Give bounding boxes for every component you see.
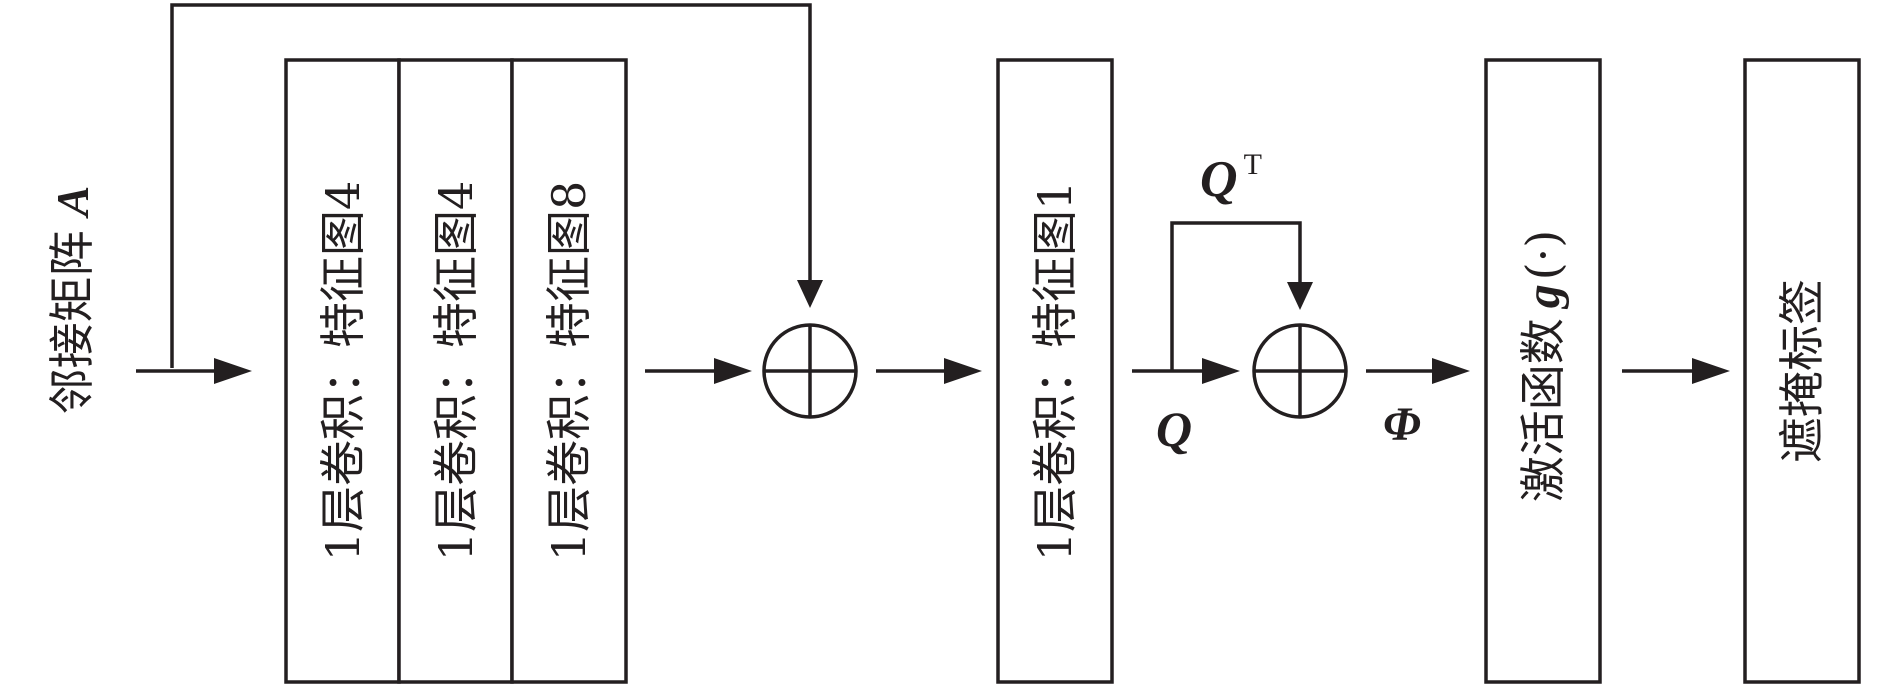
conv-block-4-text-group: 1层卷积：特征图1: [1028, 181, 1082, 562]
conv-block-1: [284, 58, 401, 684]
arrow-phi-to-activation-head: [1432, 358, 1470, 384]
conv-block-1-label: 1层卷积：特征图4: [316, 181, 370, 562]
symbol-qt: Q T: [1200, 148, 1262, 208]
svg-text:邻接矩阵 A: 邻接矩阵 A: [45, 186, 99, 415]
adder-1: [762, 323, 858, 419]
conv-block-2-label: 1层卷积：特征图4: [429, 181, 483, 562]
input-label-group: 邻接矩阵 A: [45, 186, 99, 415]
conv-stack: [284, 58, 628, 684]
input-label: 邻接矩阵: [45, 230, 99, 414]
svg-text:激活函数 g (·): 激活函数 g (·): [1516, 230, 1570, 503]
conv-block-2: [397, 58, 514, 684]
activation-text-group: 激活函数 g (·): [1516, 230, 1570, 503]
output-text-group: 遮掩标签: [1775, 279, 1829, 463]
conv-block-3-text-group: 1层卷积：特征图8: [542, 181, 596, 562]
conv-block-3: [510, 58, 628, 684]
symbol-phi: Φ: [1383, 398, 1421, 451]
activation-label: 激活函数: [1516, 318, 1570, 502]
arrow-input-to-conv-head: [214, 358, 252, 384]
output-label: 遮掩标签: [1775, 279, 1829, 463]
conv-block-4: [996, 58, 1114, 684]
arrow-conv-to-adder1-head: [714, 358, 752, 384]
skip-connection-line: [170, 3, 812, 368]
conv-block-2-text-group: 1层卷积：特征图4: [429, 181, 483, 562]
arrow-adder1-to-conv4-head: [944, 358, 982, 384]
qt-branch-arrowhead: [1287, 282, 1313, 310]
qt-branch-line: [1170, 221, 1302, 371]
activation-func: g: [1517, 284, 1570, 309]
output-block: [1743, 58, 1861, 684]
skip-connection-arrowhead: [797, 280, 823, 308]
symbol-qt-sup: T: [1244, 148, 1262, 181]
adder-2: [1252, 323, 1348, 419]
conv-block-4-label: 1层卷积：特征图1: [1028, 181, 1082, 562]
activation-block: [1484, 58, 1602, 684]
input-symbol-a: A: [47, 186, 98, 220]
symbol-q: Q: [1156, 401, 1192, 457]
arrow-q-to-adder2-head: [1202, 358, 1240, 384]
conv-block-3-label: 1层卷积：特征图8: [542, 181, 596, 562]
arrow-activation-to-output-head: [1692, 358, 1730, 384]
conv-block-1-text-group: 1层卷积：特征图4: [316, 181, 370, 562]
activation-paren: (·): [1516, 230, 1570, 281]
symbol-qt-base: Q: [1200, 151, 1238, 208]
